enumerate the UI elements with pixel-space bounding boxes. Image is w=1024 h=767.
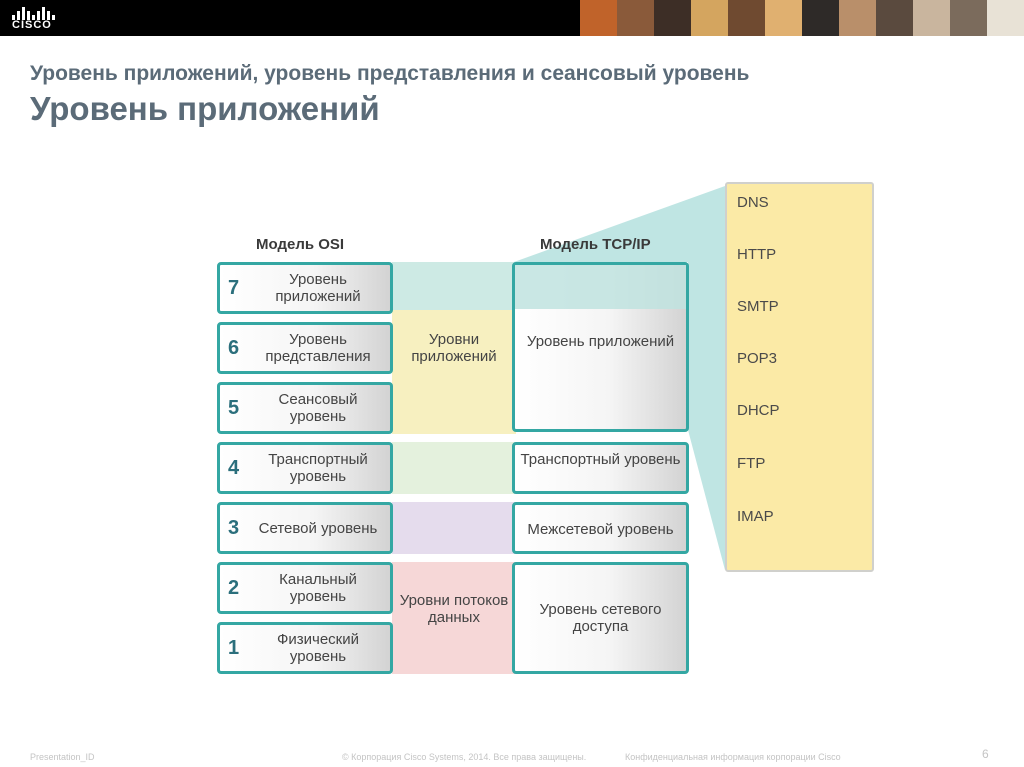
- tcp-heading: Модель TCP/IP: [540, 236, 651, 253]
- osi-layer-label: Уровень представления: [252, 325, 384, 371]
- protocol-dns: DNS: [737, 194, 769, 211]
- tcp-layer-label: Транспортный уровень: [519, 451, 682, 468]
- osi-heading: Модель OSI: [256, 236, 344, 253]
- osi-layer-5: 5 Сеансовый уровень: [217, 382, 393, 434]
- protocol-smtp: SMTP: [737, 298, 779, 315]
- band-network: [392, 502, 516, 554]
- osi-layer-2: 2 Канальный уровень: [217, 562, 393, 614]
- tcp-layer-label: Уровень сетевого доступа: [519, 601, 682, 635]
- footer-confidential: Конфиденциальная информация корпорации C…: [625, 752, 841, 762]
- osi-layer-1: 1 Физический уровень: [217, 622, 393, 674]
- osi-layer-number: 7: [228, 265, 239, 311]
- osi-layer-label: Сетевой уровень: [252, 505, 384, 551]
- osi-layer-3: 3 Сетевой уровень: [217, 502, 393, 554]
- osi-layer-label: Физический уровень: [252, 625, 384, 671]
- tcp-layer-internet: Межсетевой уровень: [512, 502, 689, 554]
- osi-layer-number: 5: [228, 385, 239, 431]
- osi-layer-label: Сеансовый уровень: [252, 385, 384, 431]
- osi-layer-number: 4: [228, 445, 239, 491]
- protocol-dhcp: DHCP: [737, 402, 780, 419]
- protocol-ftp: FTP: [737, 455, 765, 472]
- osi-layer-number: 3: [228, 505, 239, 551]
- band-label-data-flow: Уровни потоков данных: [392, 592, 516, 626]
- tcp-layer-network-access: Уровень сетевого доступа: [512, 562, 689, 674]
- tcp-layer-application: Уровень приложений: [512, 262, 689, 432]
- osi-layer-number: 2: [228, 565, 239, 611]
- osi-layer-6: 6 Уровень представления: [217, 322, 393, 374]
- tcp-layer-label: Уровень приложений: [519, 333, 682, 350]
- band-application-top: [392, 262, 516, 310]
- band-label-application: Уровни приложений: [392, 331, 516, 365]
- tcp-layer-transport: Транспортный уровень: [512, 442, 689, 494]
- protocol-http: HTTP: [737, 246, 776, 263]
- protocol-pop3: POP3: [737, 350, 777, 367]
- osi-layer-7: 7 Уровень приложений: [217, 262, 393, 314]
- osi-layer-label: Канальный уровень: [252, 565, 384, 611]
- osi-layer-number: 6: [228, 325, 239, 371]
- footer-copyright: © Корпорация Cisco Systems, 2014. Все пр…: [342, 752, 586, 762]
- osi-layer-4: 4 Транспортный уровень: [217, 442, 393, 494]
- tcp-layer-label: Межсетевой уровень: [519, 521, 682, 538]
- protocol-imap: IMAP: [737, 508, 774, 525]
- band-transport: [392, 442, 516, 494]
- osi-layer-number: 1: [228, 625, 239, 671]
- osi-layer-label: Транспортный уровень: [252, 445, 384, 491]
- page-number: 6: [982, 747, 989, 761]
- osi-layer-label: Уровень приложений: [252, 265, 384, 311]
- footer-presentation-id: Presentation_ID: [30, 752, 95, 762]
